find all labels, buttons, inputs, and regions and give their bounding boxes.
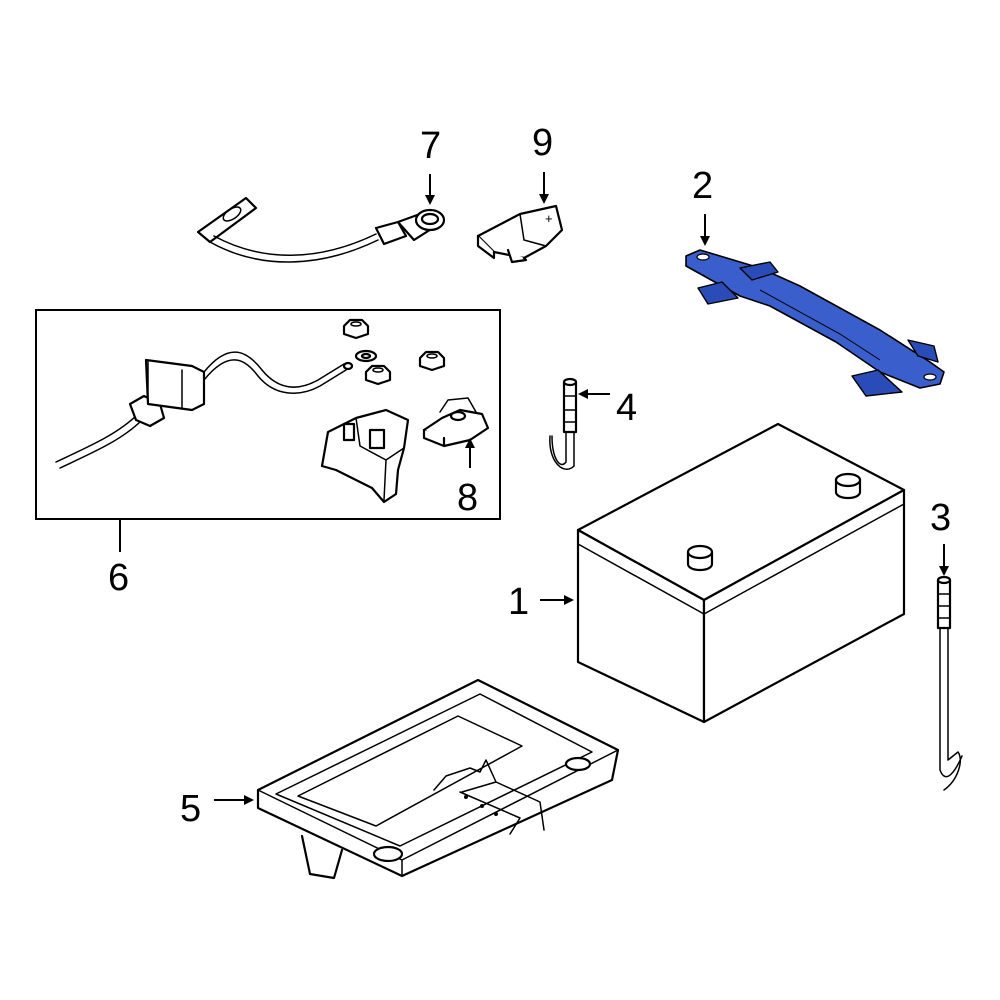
- callout-4: 4: [616, 387, 637, 429]
- callout-1: 1: [508, 581, 529, 623]
- part-4-hold-down-bolt[interactable]: [549, 377, 578, 470]
- callout-3: 3: [930, 497, 951, 539]
- plus-mark: +: [545, 211, 553, 226]
- part-8-terminal-clamp[interactable]: [422, 397, 490, 448]
- part-9-terminal-cover[interactable]: +: [476, 204, 564, 264]
- callout-7: 7: [420, 125, 441, 167]
- part-6-positive-cable[interactable]: [55, 351, 354, 469]
- part-7-ground-cable[interactable]: [196, 196, 446, 263]
- part-5-battery-tray[interactable]: [256, 678, 620, 880]
- callout-2: 2: [692, 165, 713, 207]
- part-1-battery[interactable]: [576, 422, 906, 724]
- callout-9: 9: [532, 122, 553, 164]
- callout-6: 6: [108, 557, 129, 599]
- part-3-hold-down-bolt[interactable]: [936, 575, 963, 791]
- part-6-nuts-washers: [342, 318, 446, 386]
- callout-5: 5: [180, 788, 201, 830]
- battery-terminal-rear: [834, 472, 862, 500]
- part-6-kit-box: [35, 309, 501, 520]
- part-2-hold-down-bracket[interactable]: [685, 249, 945, 397]
- battery-terminal-front: [686, 544, 714, 572]
- callout-8: 8: [457, 477, 478, 519]
- part-6-junction-block: [320, 408, 410, 504]
